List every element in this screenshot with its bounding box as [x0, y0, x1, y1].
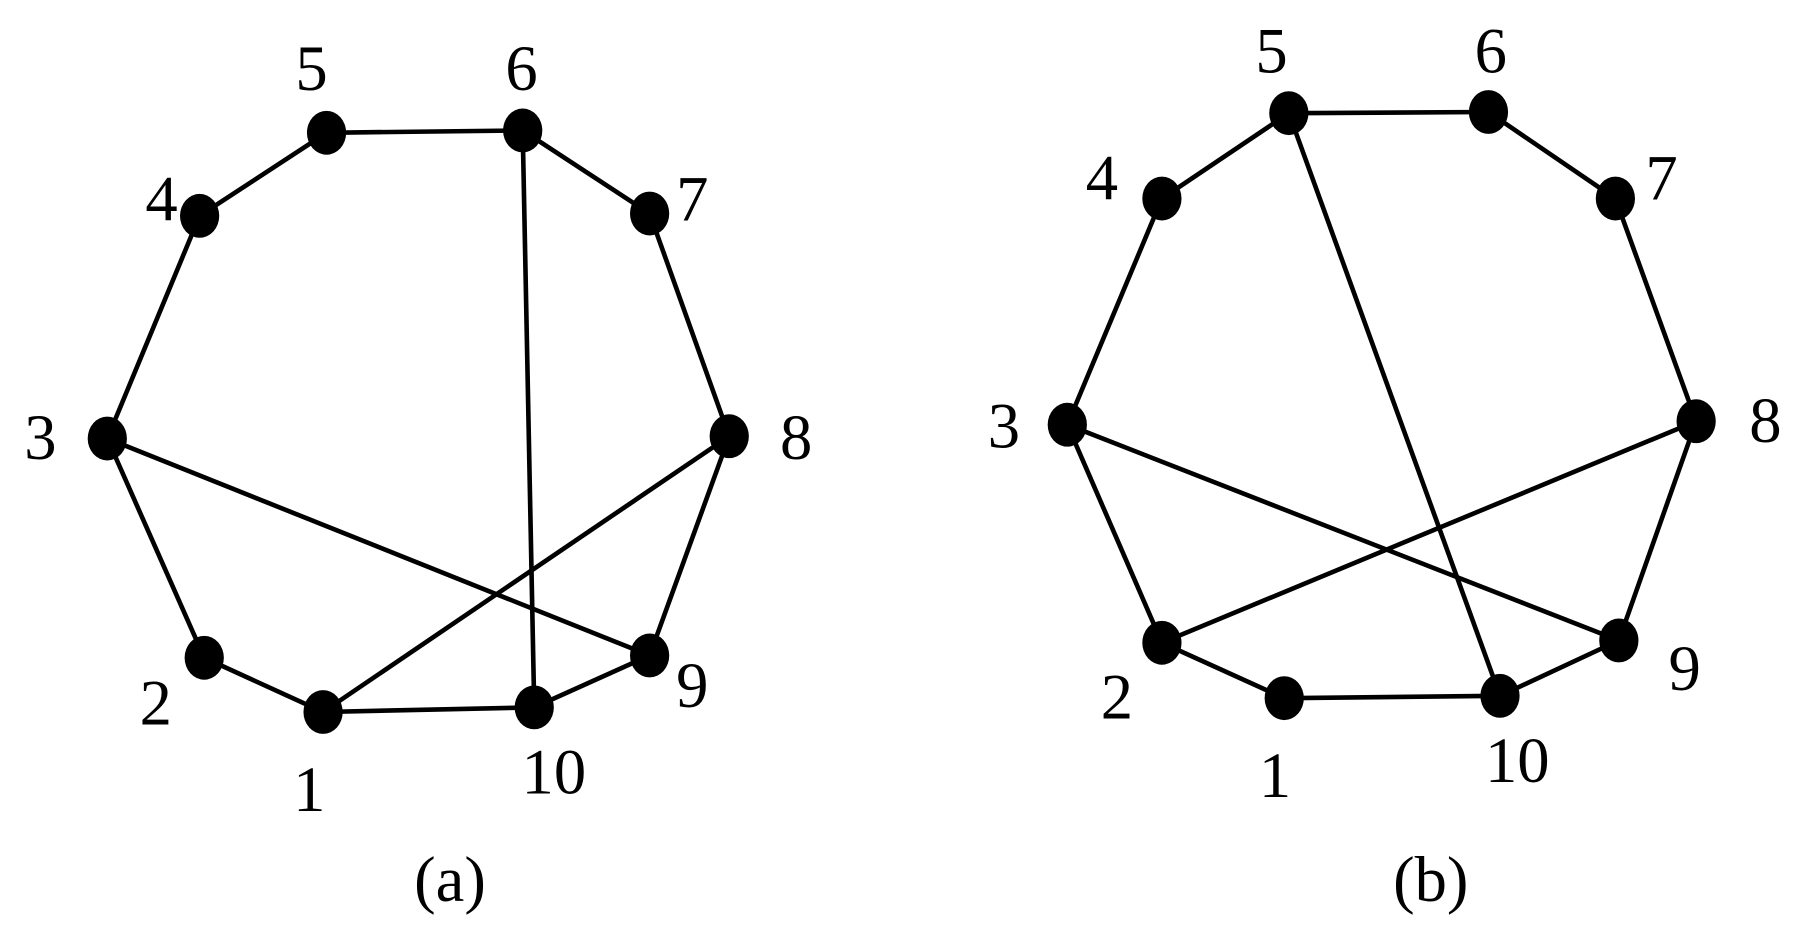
caption-b: (b) — [1393, 843, 1468, 916]
node-8 — [709, 414, 749, 459]
edge-4-5 — [198, 130, 328, 218]
node-label-8: 8 — [780, 401, 812, 473]
edge-2-8 — [1161, 419, 1698, 645]
edge-1-2 — [1160, 640, 1286, 701]
node-label-2: 2 — [140, 667, 172, 739]
node-label-3: 3 — [988, 390, 1020, 462]
node-label-6: 6 — [505, 32, 537, 104]
node-label-4: 4 — [145, 162, 177, 234]
node-1 — [1264, 676, 1304, 721]
node-8 — [1676, 399, 1716, 444]
node-label-9: 9 — [676, 649, 708, 721]
graph-a: 1 2 3 4 5 6 7 8 9 10 — [24, 32, 812, 825]
node-3 — [1047, 402, 1087, 447]
node-9 — [630, 633, 670, 678]
node-label-9: 9 — [1668, 632, 1700, 704]
caption-a: (a) — [414, 843, 486, 916]
edge-5-10 — [1286, 112, 1503, 697]
node-5 — [1269, 91, 1309, 136]
node-10 — [514, 685, 554, 730]
node-label-1: 1 — [1259, 739, 1291, 811]
node-label-5: 5 — [1255, 15, 1287, 87]
node-label-6: 6 — [1475, 15, 1507, 87]
edge-10-1 — [323, 705, 535, 715]
edge-2-3 — [1065, 423, 1165, 644]
node-7 — [1595, 176, 1635, 221]
edge-1-8 — [321, 434, 731, 714]
node-2 — [184, 635, 224, 680]
edge-4-5 — [1160, 111, 1291, 201]
node-2 — [1142, 620, 1182, 665]
edge-2-3 — [105, 437, 207, 659]
node-label-1: 1 — [293, 753, 325, 825]
node-6 — [503, 108, 543, 153]
edge-3-9 — [1066, 422, 1620, 643]
node-5 — [306, 110, 347, 155]
node-label-5: 5 — [295, 32, 327, 104]
edge-5-6 — [1288, 109, 1489, 116]
node-7 — [630, 191, 670, 236]
edge-3-4 — [105, 214, 202, 440]
edge-7-8 — [1613, 197, 1699, 423]
edge-8-9 — [647, 435, 732, 657]
node-label-10: 10 — [1485, 724, 1550, 796]
edge-6-7 — [521, 128, 651, 216]
edge-3-9 — [106, 436, 651, 658]
node-label-2: 2 — [1101, 661, 1133, 733]
edge-5-6 — [326, 128, 523, 136]
node-1 — [303, 690, 343, 734]
node-label-4: 4 — [1086, 142, 1118, 214]
graph-b: 1 2 3 4 5 6 7 8 9 10 — [988, 15, 1782, 812]
node-label-7: 7 — [676, 162, 708, 234]
edge-1-2 — [203, 655, 325, 715]
edge-6-7 — [1487, 110, 1617, 201]
edge-9-10 — [1499, 638, 1620, 698]
edge-7-8 — [647, 212, 732, 438]
node-label-3: 3 — [24, 401, 56, 473]
node-4 — [180, 193, 220, 238]
edge-9-10 — [533, 653, 651, 710]
node-10 — [1480, 673, 1520, 718]
node-label-8: 8 — [1749, 384, 1781, 456]
node-6 — [1468, 90, 1509, 134]
edge-10-1 — [1284, 693, 1501, 701]
edge-3-4 — [1065, 197, 1165, 426]
node-3 — [87, 416, 127, 461]
edge-6-10 — [520, 130, 537, 708]
node-9 — [1599, 618, 1639, 663]
node-label-7: 7 — [1645, 142, 1677, 214]
node-4 — [1142, 176, 1182, 221]
node-label-10: 10 — [522, 736, 587, 808]
edge-8-9 — [1616, 420, 1699, 642]
